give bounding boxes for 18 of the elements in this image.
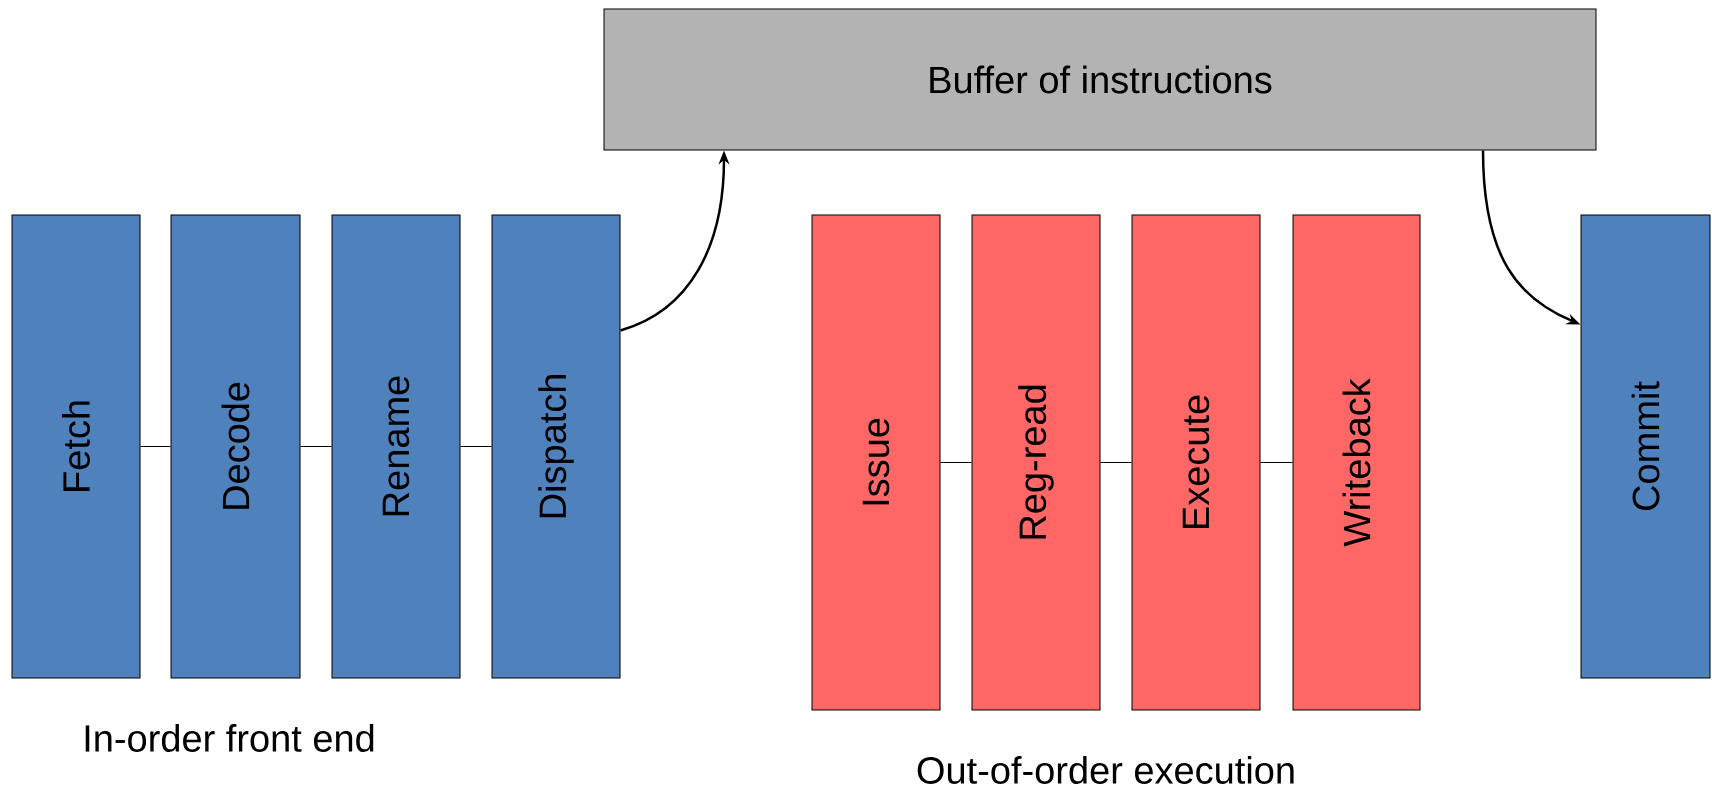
- stage-box: Decode: [170, 214, 301, 679]
- stage-box: Issue: [811, 214, 941, 711]
- connector-line: [300, 446, 332, 447]
- buffer-box: Buffer of instructions: [603, 8, 1597, 151]
- stage-box: Rename: [331, 214, 461, 679]
- group-caption: In-order front end: [85, 724, 374, 752]
- stage-box: Execute: [1131, 214, 1261, 711]
- group-caption: Out-of-order execution: [917, 756, 1294, 784]
- connector-line: [460, 446, 492, 447]
- connector-line: [940, 462, 972, 463]
- stage-box: Reg-read: [971, 214, 1101, 711]
- connector-line: [1100, 462, 1132, 463]
- connector-line: [140, 446, 171, 447]
- stage-box: Commit: [1580, 214, 1711, 679]
- connector-line: [1260, 462, 1293, 463]
- stage-box: Dispatch: [491, 214, 621, 679]
- stage-box: Fetch: [11, 214, 141, 679]
- stage-box: Writeback: [1292, 214, 1421, 711]
